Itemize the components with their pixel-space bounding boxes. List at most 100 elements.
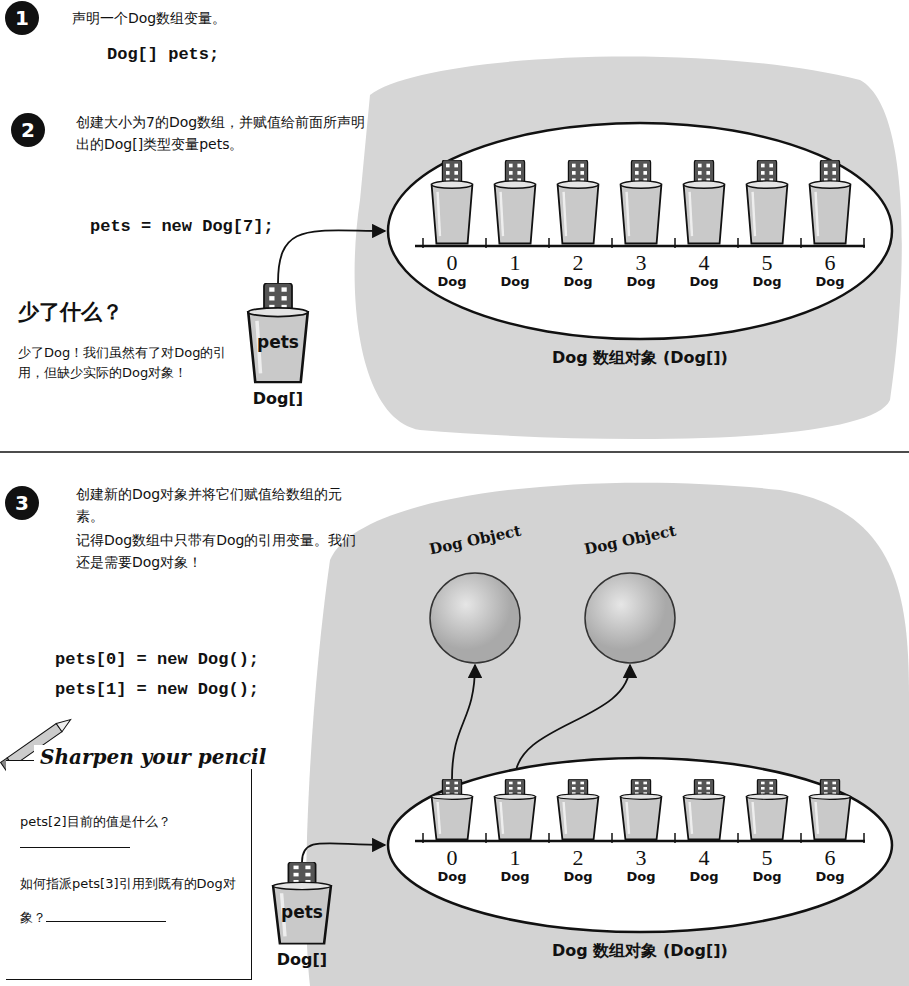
- code-line: Dog[] pets;: [107, 45, 219, 64]
- code-line: pets = new Dog[7];: [90, 217, 274, 236]
- grey-blob: [306, 483, 909, 986]
- slot-text: 5Dog: [743, 160, 791, 290]
- object-label: Dog Object: [414, 519, 535, 562]
- reference-arrow: [278, 230, 385, 283]
- slot-text: 3Dog: [617, 160, 665, 290]
- badge-circle: [5, 486, 39, 520]
- annotation-text: 少了什么？: [18, 298, 248, 326]
- variable-name: pets: [268, 902, 336, 922]
- array-slot-cup: 3Dog: [617, 160, 665, 290]
- slot-text: 6Dog: [806, 160, 854, 290]
- array-caption: Dog 数组对象 (Dog[]): [385, 348, 895, 369]
- reference-cup: petsDog[]: [243, 283, 313, 408]
- badge-circle: [11, 113, 45, 147]
- array-slot-cup: 2Dog: [554, 779, 602, 885]
- annotation-text: 创建大小为7的Dog数组，并赋值给前面所声明出的Dog[]类型变量pets。: [76, 112, 366, 155]
- slot-text: 0Dog: [428, 160, 476, 290]
- array-slot-cup: 0Dog: [428, 160, 476, 290]
- array-slot-cup: 1Dog: [491, 160, 539, 290]
- array-slot-cup: 3Dog: [617, 779, 665, 885]
- index-number: 1: [491, 847, 539, 869]
- element-type: Dog: [428, 274, 476, 290]
- cup-icon: [491, 160, 539, 246]
- slot-text: 5Dog: [743, 779, 791, 885]
- object-label: Dog Object: [569, 519, 690, 562]
- annotation-text: 少了Dog！我们虽然有了对Dog的引用，但缺少实际的Dog对象！: [18, 343, 243, 383]
- variable-type: Dog[]: [243, 283, 313, 408]
- element-type: Dog: [554, 869, 602, 885]
- array-slot-cup: 4Dog: [680, 779, 728, 885]
- question-text: 如何指派pets[3]引用到既有的Dog对象？: [20, 876, 236, 925]
- question-text: pets[2]目前的值是什么？: [20, 814, 171, 829]
- index-number: 0: [428, 847, 476, 869]
- array-slot-cup: 5Dog: [743, 779, 791, 885]
- index-number: 6: [806, 252, 854, 274]
- cup-icon: [428, 779, 476, 841]
- index-number: 6: [806, 847, 854, 869]
- badge-number: 2: [11, 118, 45, 142]
- cup-icon: [554, 160, 602, 246]
- code-line: pets[1] = new Dog();: [55, 680, 259, 699]
- element-type: Dog: [743, 274, 791, 290]
- exercise-title: Sharpen your pencil: [34, 745, 272, 769]
- badge-circle: [5, 1, 39, 35]
- reference-cup: petsDog[]: [268, 862, 336, 969]
- array-slot-cup: 2Dog: [554, 160, 602, 290]
- annotation-text: 记得Dog数组中只带有Dog的引用变量。我们还是需要Dog对象！: [76, 530, 366, 573]
- element-type: Dog: [617, 869, 665, 885]
- cup-icon: [554, 779, 602, 841]
- slot-text: 6Dog: [806, 779, 854, 885]
- variable-type: Dog[]: [268, 862, 336, 969]
- slot-text: 4Dog: [680, 160, 728, 290]
- cup-icon: [680, 779, 728, 841]
- element-type: Dog: [554, 274, 602, 290]
- cup-icon: [491, 779, 539, 841]
- array-object-oval: Dog 数组对象 (Dog[])0Dog1Dog2Dog3Dog4Dog5Dog…: [385, 120, 895, 342]
- index-number: 2: [554, 252, 602, 274]
- question: pets[2]目前的值是什么？: [20, 811, 239, 855]
- slot-text: 0Dog: [428, 779, 476, 885]
- cup-icon: [617, 160, 665, 246]
- slot-text: 2Dog: [554, 779, 602, 885]
- index-number: 0: [428, 252, 476, 274]
- array-slot-cup: 5Dog: [743, 160, 791, 290]
- slot-text: 3Dog: [617, 779, 665, 885]
- element-type: Dog: [806, 869, 854, 885]
- index-number: 2: [554, 847, 602, 869]
- slot-text: 1Dog: [491, 160, 539, 290]
- cup-icon: [428, 160, 476, 246]
- cup-icon: [806, 779, 854, 841]
- array-slot-cup: 4Dog: [680, 160, 728, 290]
- array-slot-cup: 6Dog: [806, 779, 854, 885]
- element-type: Dog: [743, 869, 791, 885]
- reference-arrow: [452, 665, 475, 779]
- annotation-text: 声明一个Dog数组变量。: [72, 8, 372, 30]
- element-type: Dog: [491, 869, 539, 885]
- element-type: Dog: [680, 274, 728, 290]
- array-slot-cup: 1Dog: [491, 779, 539, 885]
- separator-line: [0, 451, 909, 453]
- variable-name: pets: [243, 332, 313, 352]
- grey-blob: [355, 56, 902, 439]
- badge-number: 1: [5, 6, 39, 30]
- element-type: Dog: [617, 274, 665, 290]
- dog-object-circle: Dog Object: [415, 525, 535, 665]
- element-type: Dog: [680, 869, 728, 885]
- answer-blank: [20, 835, 130, 848]
- code-line: pets[0] = new Dog();: [55, 650, 259, 669]
- cup-icon: [617, 779, 665, 841]
- slot-text: 2Dog: [554, 160, 602, 290]
- dog-object-circle: Dog Object: [570, 525, 690, 665]
- index-number: 5: [743, 847, 791, 869]
- cup-icon: [680, 160, 728, 246]
- cup-icon: [743, 779, 791, 841]
- array-slot-cup: 6Dog: [806, 160, 854, 290]
- question: 如何指派pets[3]引用到既有的Dog对象？: [20, 873, 239, 929]
- index-number: 5: [743, 252, 791, 274]
- array-object-oval: Dog 数组对象 (Dog[])0Dog1Dog2Dog3Dog4Dog5Dog…: [385, 755, 895, 935]
- cup-icon: [743, 160, 791, 246]
- exercise-box: Sharpen your pencilpets[2]目前的值是什么？如何指派pe…: [6, 760, 252, 980]
- index-number: 3: [617, 847, 665, 869]
- index-number: 1: [491, 252, 539, 274]
- slot-text: 4Dog: [680, 779, 728, 885]
